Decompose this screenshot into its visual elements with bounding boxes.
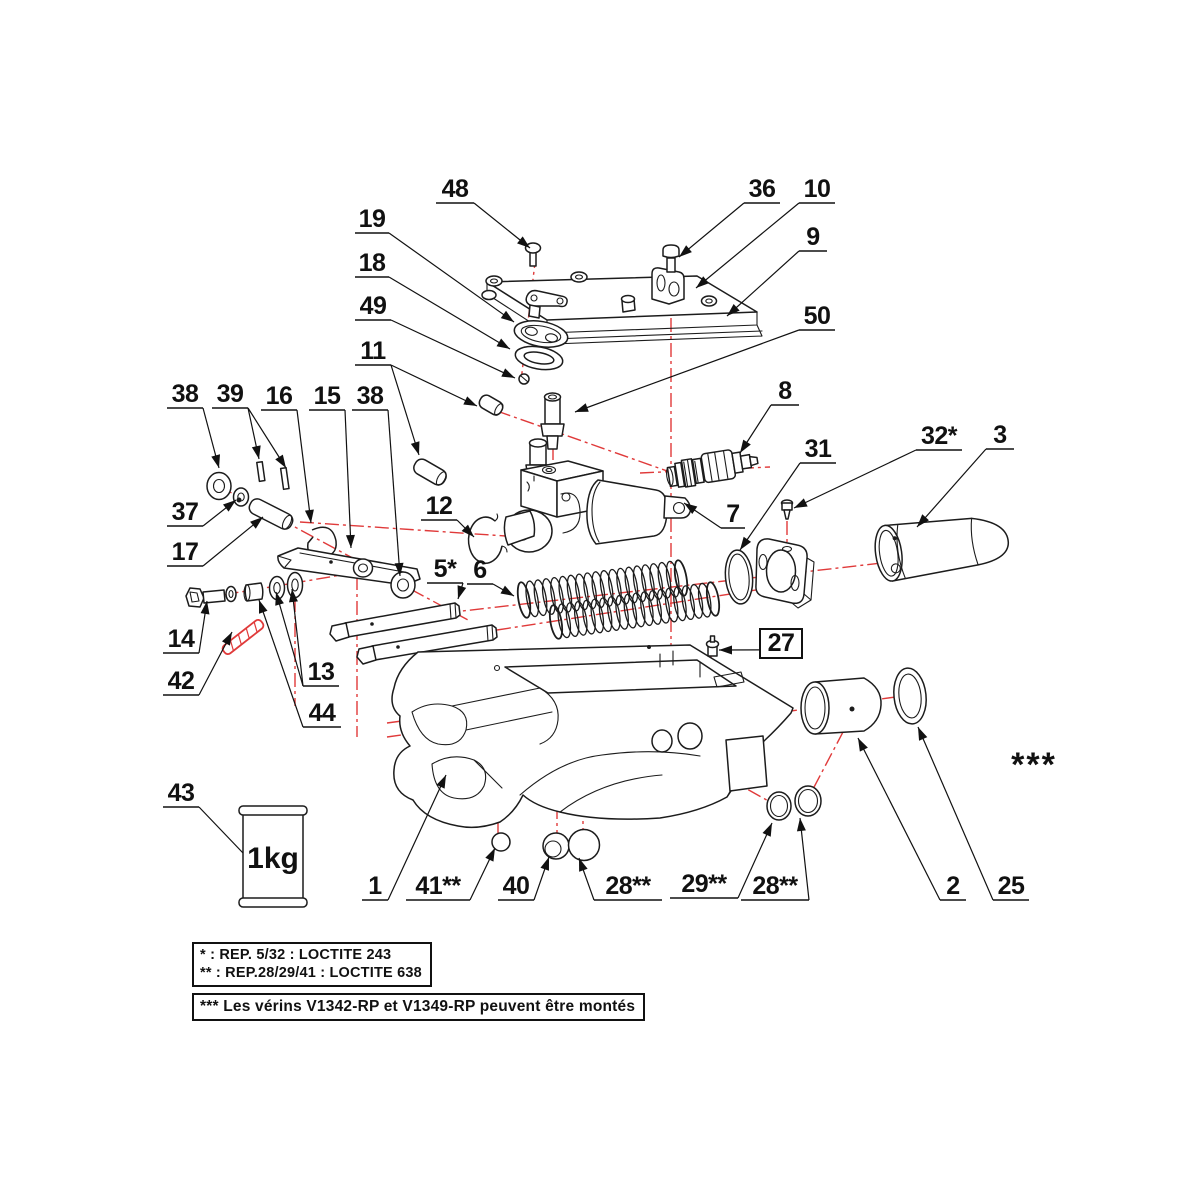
tie-rods xyxy=(329,602,498,665)
callout-25: 25 xyxy=(998,872,1025,900)
callout-28**: 28** xyxy=(752,872,798,900)
callout-6: 6 xyxy=(473,556,486,584)
callout-50: 50 xyxy=(804,302,831,330)
main-body-casting xyxy=(391,635,794,829)
callout-14: 14 xyxy=(168,625,195,653)
callout-41**: 41** xyxy=(415,872,461,900)
ball-28 xyxy=(567,828,601,862)
callout-37: 37 xyxy=(172,498,199,526)
grease-can: 1kg xyxy=(238,805,308,908)
can-weight-label: 1kg xyxy=(247,842,299,875)
roll-pin-42 xyxy=(221,618,265,656)
triple-asterisk-marker: *** xyxy=(1011,746,1057,784)
loctite-note-line1: * : REP. 5/32 : LOCTITE 243 xyxy=(200,947,392,963)
callout-28**: 28** xyxy=(605,872,651,900)
right-parts xyxy=(491,667,927,862)
callout-18: 18 xyxy=(359,249,386,277)
callout-31: 31 xyxy=(805,435,832,463)
callout-11: 11 xyxy=(360,337,386,365)
callout-9: 9 xyxy=(806,223,819,251)
callout-42: 42 xyxy=(168,667,195,695)
loctite-note: * : REP. 5/32 : LOCTITE 243 ** : REP.28/… xyxy=(192,942,432,988)
callout-48: 48 xyxy=(442,175,469,203)
callout-38: 38 xyxy=(172,380,199,408)
loctite-note-line2: ** : REP.28/29/41 : LOCTITE 638 xyxy=(200,965,422,982)
callout-43: 43 xyxy=(168,779,195,807)
top-plate-assembly xyxy=(481,242,763,385)
callout-13: 13 xyxy=(308,658,335,686)
callout-12: 12 xyxy=(426,492,453,520)
callout-7: 7 xyxy=(726,500,739,528)
circlip-12 xyxy=(467,516,503,564)
ball-41 xyxy=(491,832,511,852)
pivot-parts xyxy=(206,460,421,599)
valve-cylinder-assembly xyxy=(503,392,692,553)
ring-40 xyxy=(542,832,570,860)
callout-16: 16 xyxy=(266,382,293,410)
callout-27: 27 xyxy=(768,629,795,657)
coupler-8 xyxy=(665,449,759,488)
callout-29**: 29** xyxy=(681,870,727,898)
springs xyxy=(516,559,721,640)
bolt-row xyxy=(185,571,304,656)
callout-15: 15 xyxy=(314,382,341,410)
verins-note: *** Les vérins V1342-RP et V1349-RP peuv… xyxy=(192,993,646,1022)
callout-49: 49 xyxy=(360,292,387,320)
ring-28b xyxy=(794,785,822,817)
pin-11b xyxy=(413,458,447,486)
callout-39: 39 xyxy=(217,380,244,408)
callout-19: 19 xyxy=(359,205,386,233)
pin-11a xyxy=(478,394,504,416)
callout-44: 44 xyxy=(309,699,336,727)
callout-8: 8 xyxy=(778,377,792,405)
callout-5*: 5* xyxy=(434,555,457,583)
callout-36: 36 xyxy=(749,175,776,203)
callout-3: 3 xyxy=(993,421,1006,449)
callout-17: 17 xyxy=(172,538,199,566)
callout-32*: 32* xyxy=(921,422,958,450)
callout-10: 10 xyxy=(804,175,831,203)
callout-2: 2 xyxy=(946,872,959,900)
ring-25 xyxy=(893,667,927,725)
callout-40: 40 xyxy=(503,872,530,900)
callout-38: 38 xyxy=(357,382,384,410)
callout-1: 1 xyxy=(368,872,382,900)
flange-group xyxy=(724,499,1010,609)
